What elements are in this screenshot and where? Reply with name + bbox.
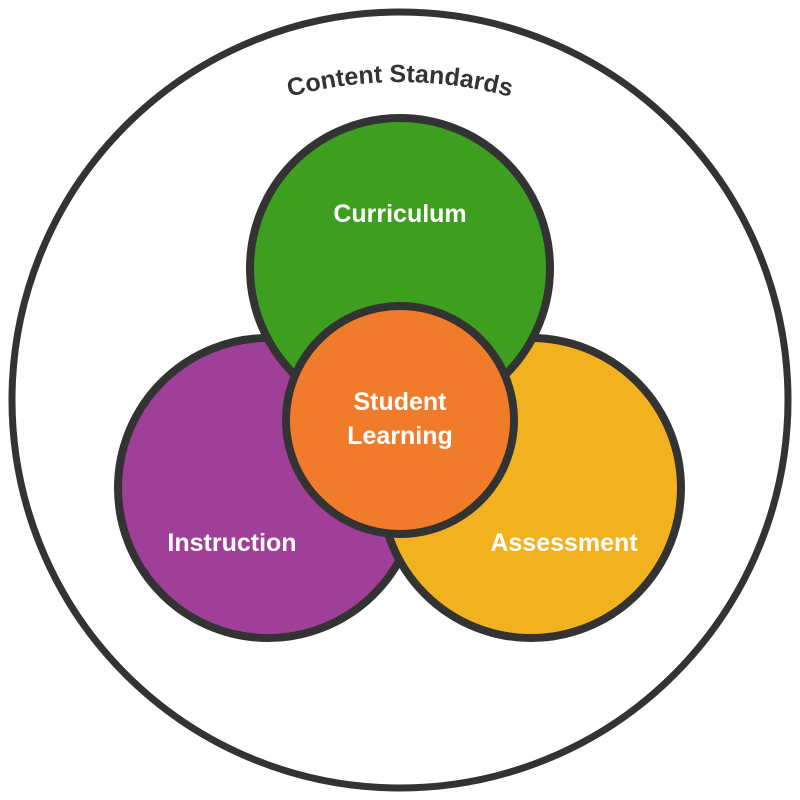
curriculum-label: Curriculum — [333, 200, 466, 228]
student-learning-circle — [282, 302, 518, 538]
instruction-label: Instruction — [167, 529, 296, 557]
assessment-label: Assessment — [490, 529, 638, 557]
student-learning-label-line2: Learning — [347, 422, 453, 450]
student-learning-label-line1: Student — [353, 388, 447, 416]
